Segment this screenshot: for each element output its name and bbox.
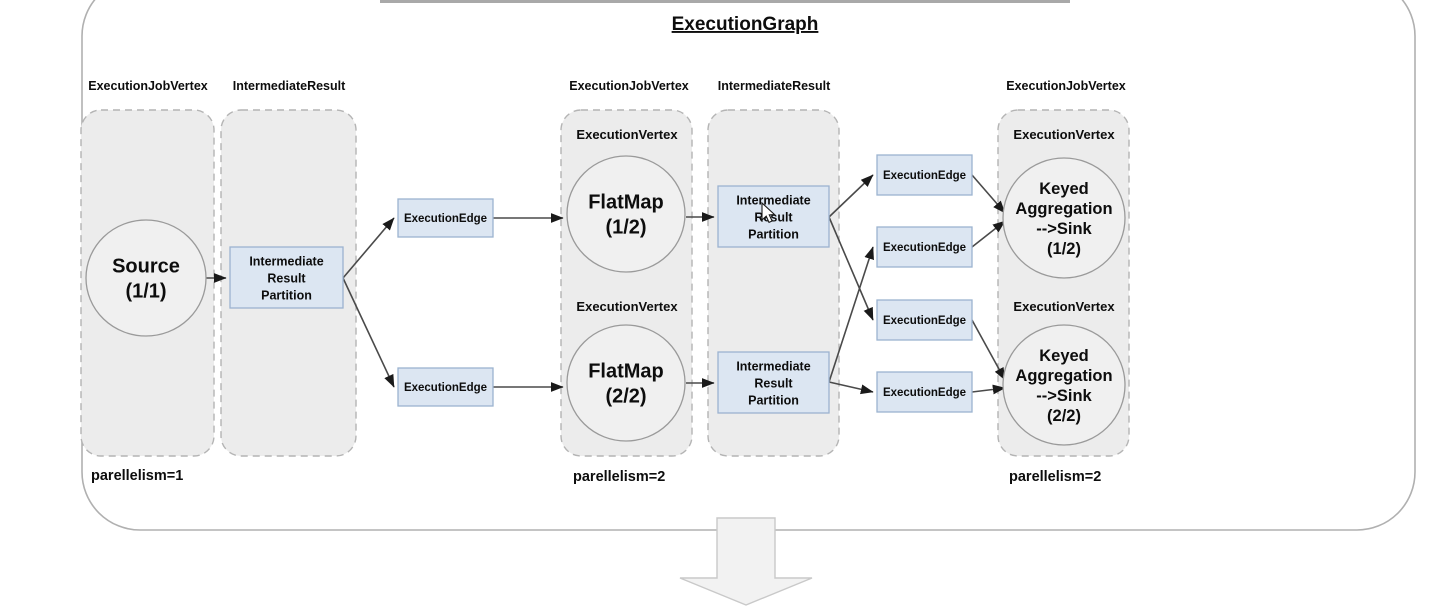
flatmap-1-node-text-line: (1/2)	[605, 217, 646, 239]
execution-vertex-label: ExecutionVertex	[576, 127, 678, 142]
partition-boxes: IntermediateResultPartitionIntermediateR…	[229, 185, 830, 414]
flatmap-1-node-shape	[566, 155, 686, 273]
intermediate-result-partition-3-text-line: Partition	[748, 394, 799, 408]
execution-edge-6-label: ExecutionEdge	[883, 387, 966, 399]
execution-vertex-labels: ExecutionVertexExecutionVertexExecutionV…	[576, 127, 1115, 314]
execution-edge-4[interactable]: ExecutionEdge	[876, 226, 973, 268]
intermediate-result-partition-2-text-line: Intermediate	[736, 194, 810, 208]
keyed-aggregation-sink-1-node-text-line: Keyed	[1039, 180, 1089, 198]
intermediate-result-partition-2-text-line: Result	[754, 211, 793, 225]
cursor-pointer-icon	[761, 201, 776, 224]
intermediate-result-partition-2-text-line: Partition	[748, 228, 799, 242]
parallelism-label: parellelism=1	[91, 468, 183, 484]
keyed-aggregation-sink-2-node-text-line: -->Sink	[1036, 387, 1092, 405]
keyed-aggregation-sink-1-node-shape	[1002, 157, 1126, 279]
mouse-cursor	[761, 201, 776, 224]
parallelism-label: parellelism=2	[573, 469, 665, 485]
top-gray-bar	[380, 0, 1070, 3]
execution-edge-2-shape	[397, 367, 494, 407]
execution-vertex-label: ExecutionVertex	[1013, 299, 1115, 314]
connector-partition1-to-edge2	[342, 277, 395, 388]
execution-edge-4-shape	[876, 226, 973, 268]
execution-edge-5-shape	[876, 299, 973, 341]
keyed-aggregation-sink-2-node-text-line: Aggregation	[1015, 367, 1112, 385]
flatmap-2-node-text-line: FlatMap	[588, 361, 664, 383]
intermediate-result-partition-3-shape	[717, 351, 830, 414]
execution-edge-2[interactable]: ExecutionEdge	[397, 367, 494, 407]
keyed-aggregation-sink-2-node-text-line: Keyed	[1039, 347, 1089, 365]
flatmap-2-node-shape	[566, 324, 686, 442]
execution-edge-1-shape	[397, 198, 494, 238]
execution-vertex-label: ExecutionVertex	[576, 299, 678, 314]
flatmap-2-node-text-line: (2/2)	[605, 386, 646, 408]
connector-partition3-to-edge6	[828, 381, 874, 395]
connector-partition3-to-edge4	[828, 246, 874, 383]
connector-edge6-to-sink2	[971, 384, 1006, 395]
flatmap-1-node-text-line: FlatMap	[588, 192, 664, 214]
parallelism-label: parellelism=2	[1009, 469, 1101, 485]
execution-edge-boxes: ExecutionEdgeExecutionEdgeExecutionEdgeE…	[397, 154, 973, 413]
intermediate-result-partition-1-text-line: Result	[267, 272, 306, 286]
flatmap-1-node[interactable]: FlatMap (1/2)	[566, 155, 686, 273]
execution-edge-5-label: ExecutionEdge	[883, 315, 966, 327]
column-header-label: ExecutionJobVertex	[1006, 79, 1126, 93]
execution-edge-6[interactable]: ExecutionEdge	[876, 371, 973, 413]
execution-edge-1[interactable]: ExecutionEdge	[397, 198, 494, 238]
column-headers: ExecutionJobVertex IntermediateResult Exec…	[88, 79, 1126, 93]
column-header-label: ExecutionJobVertex	[569, 79, 689, 93]
connector-partition2-to-edge5	[828, 216, 874, 321]
parallelism-labels: parellelism=1 parellelism=2 parellelism=2	[91, 468, 1101, 485]
execution-vertex-label: ExecutionVertex	[1013, 127, 1115, 142]
source-node-text-line: (1/1)	[125, 281, 166, 303]
intermediate-result-partition-1-text-line: Intermediate	[249, 255, 323, 269]
cursor-layer	[761, 201, 776, 224]
column-header-label: IntermediateResult	[718, 79, 831, 93]
keyed-aggregation-sink-1-node-text-line: (1/2)	[1047, 240, 1081, 258]
intermediate-result-partition-3-text-line: Intermediate	[736, 360, 810, 374]
keyed-aggregation-sink-1-node-text-line: -->Sink	[1036, 220, 1092, 238]
connectors	[206, 174, 1006, 395]
operator-nodes: Source(1/1)FlatMap(1/2)FlatMap(2/2)Keyed…	[85, 155, 1126, 446]
bottom-arrow-layer	[679, 517, 813, 606]
column-header-label: IntermediateResult	[233, 79, 346, 93]
connector-edge4-to-sink1	[971, 220, 1006, 248]
keyed-aggregation-sink-1-node-text-line: Aggregation	[1015, 200, 1112, 218]
page-title: ExecutionGraph	[672, 14, 819, 35]
flow-down-arrow	[679, 517, 813, 606]
column-header-label: ExecutionJobVertex	[88, 79, 208, 93]
connector-partition2-to-edge3	[828, 174, 874, 218]
source-node-shape	[85, 219, 207, 337]
intermediate-result-partition-2-shape	[717, 185, 830, 248]
intermediate-result-partition-1-shape	[229, 246, 344, 309]
intermediate-result-partition-3-text-line: Result	[754, 377, 793, 391]
execution-edge-5[interactable]: ExecutionEdge	[876, 299, 973, 341]
execution-edge-3-shape	[876, 154, 973, 196]
execution-edge-3[interactable]: ExecutionEdge	[876, 154, 973, 196]
execution-edge-3-label: ExecutionEdge	[883, 170, 966, 182]
execution-edge-1-label: ExecutionEdge	[404, 213, 487, 225]
execution-edge-6-shape	[876, 371, 973, 413]
connector-edge5-to-sink2	[971, 319, 1006, 381]
execution-edge-4-label: ExecutionEdge	[883, 242, 966, 254]
keyed-aggregation-sink-2-node-shape	[1002, 324, 1126, 446]
connector-edge3-to-sink1	[971, 174, 1006, 214]
source-node-text-line: Source	[112, 256, 180, 278]
intermediate-result-partition-1-text-line: Partition	[261, 289, 312, 303]
execution-edge-2-label: ExecutionEdge	[404, 382, 487, 394]
keyed-aggregation-sink-2-node-text-line: (2/2)	[1047, 407, 1081, 425]
source-node[interactable]: Source (1/1)	[85, 219, 207, 337]
connector-partition1-to-edge1	[342, 217, 395, 279]
flatmap-2-node[interactable]: FlatMap (2/2)	[566, 324, 686, 442]
